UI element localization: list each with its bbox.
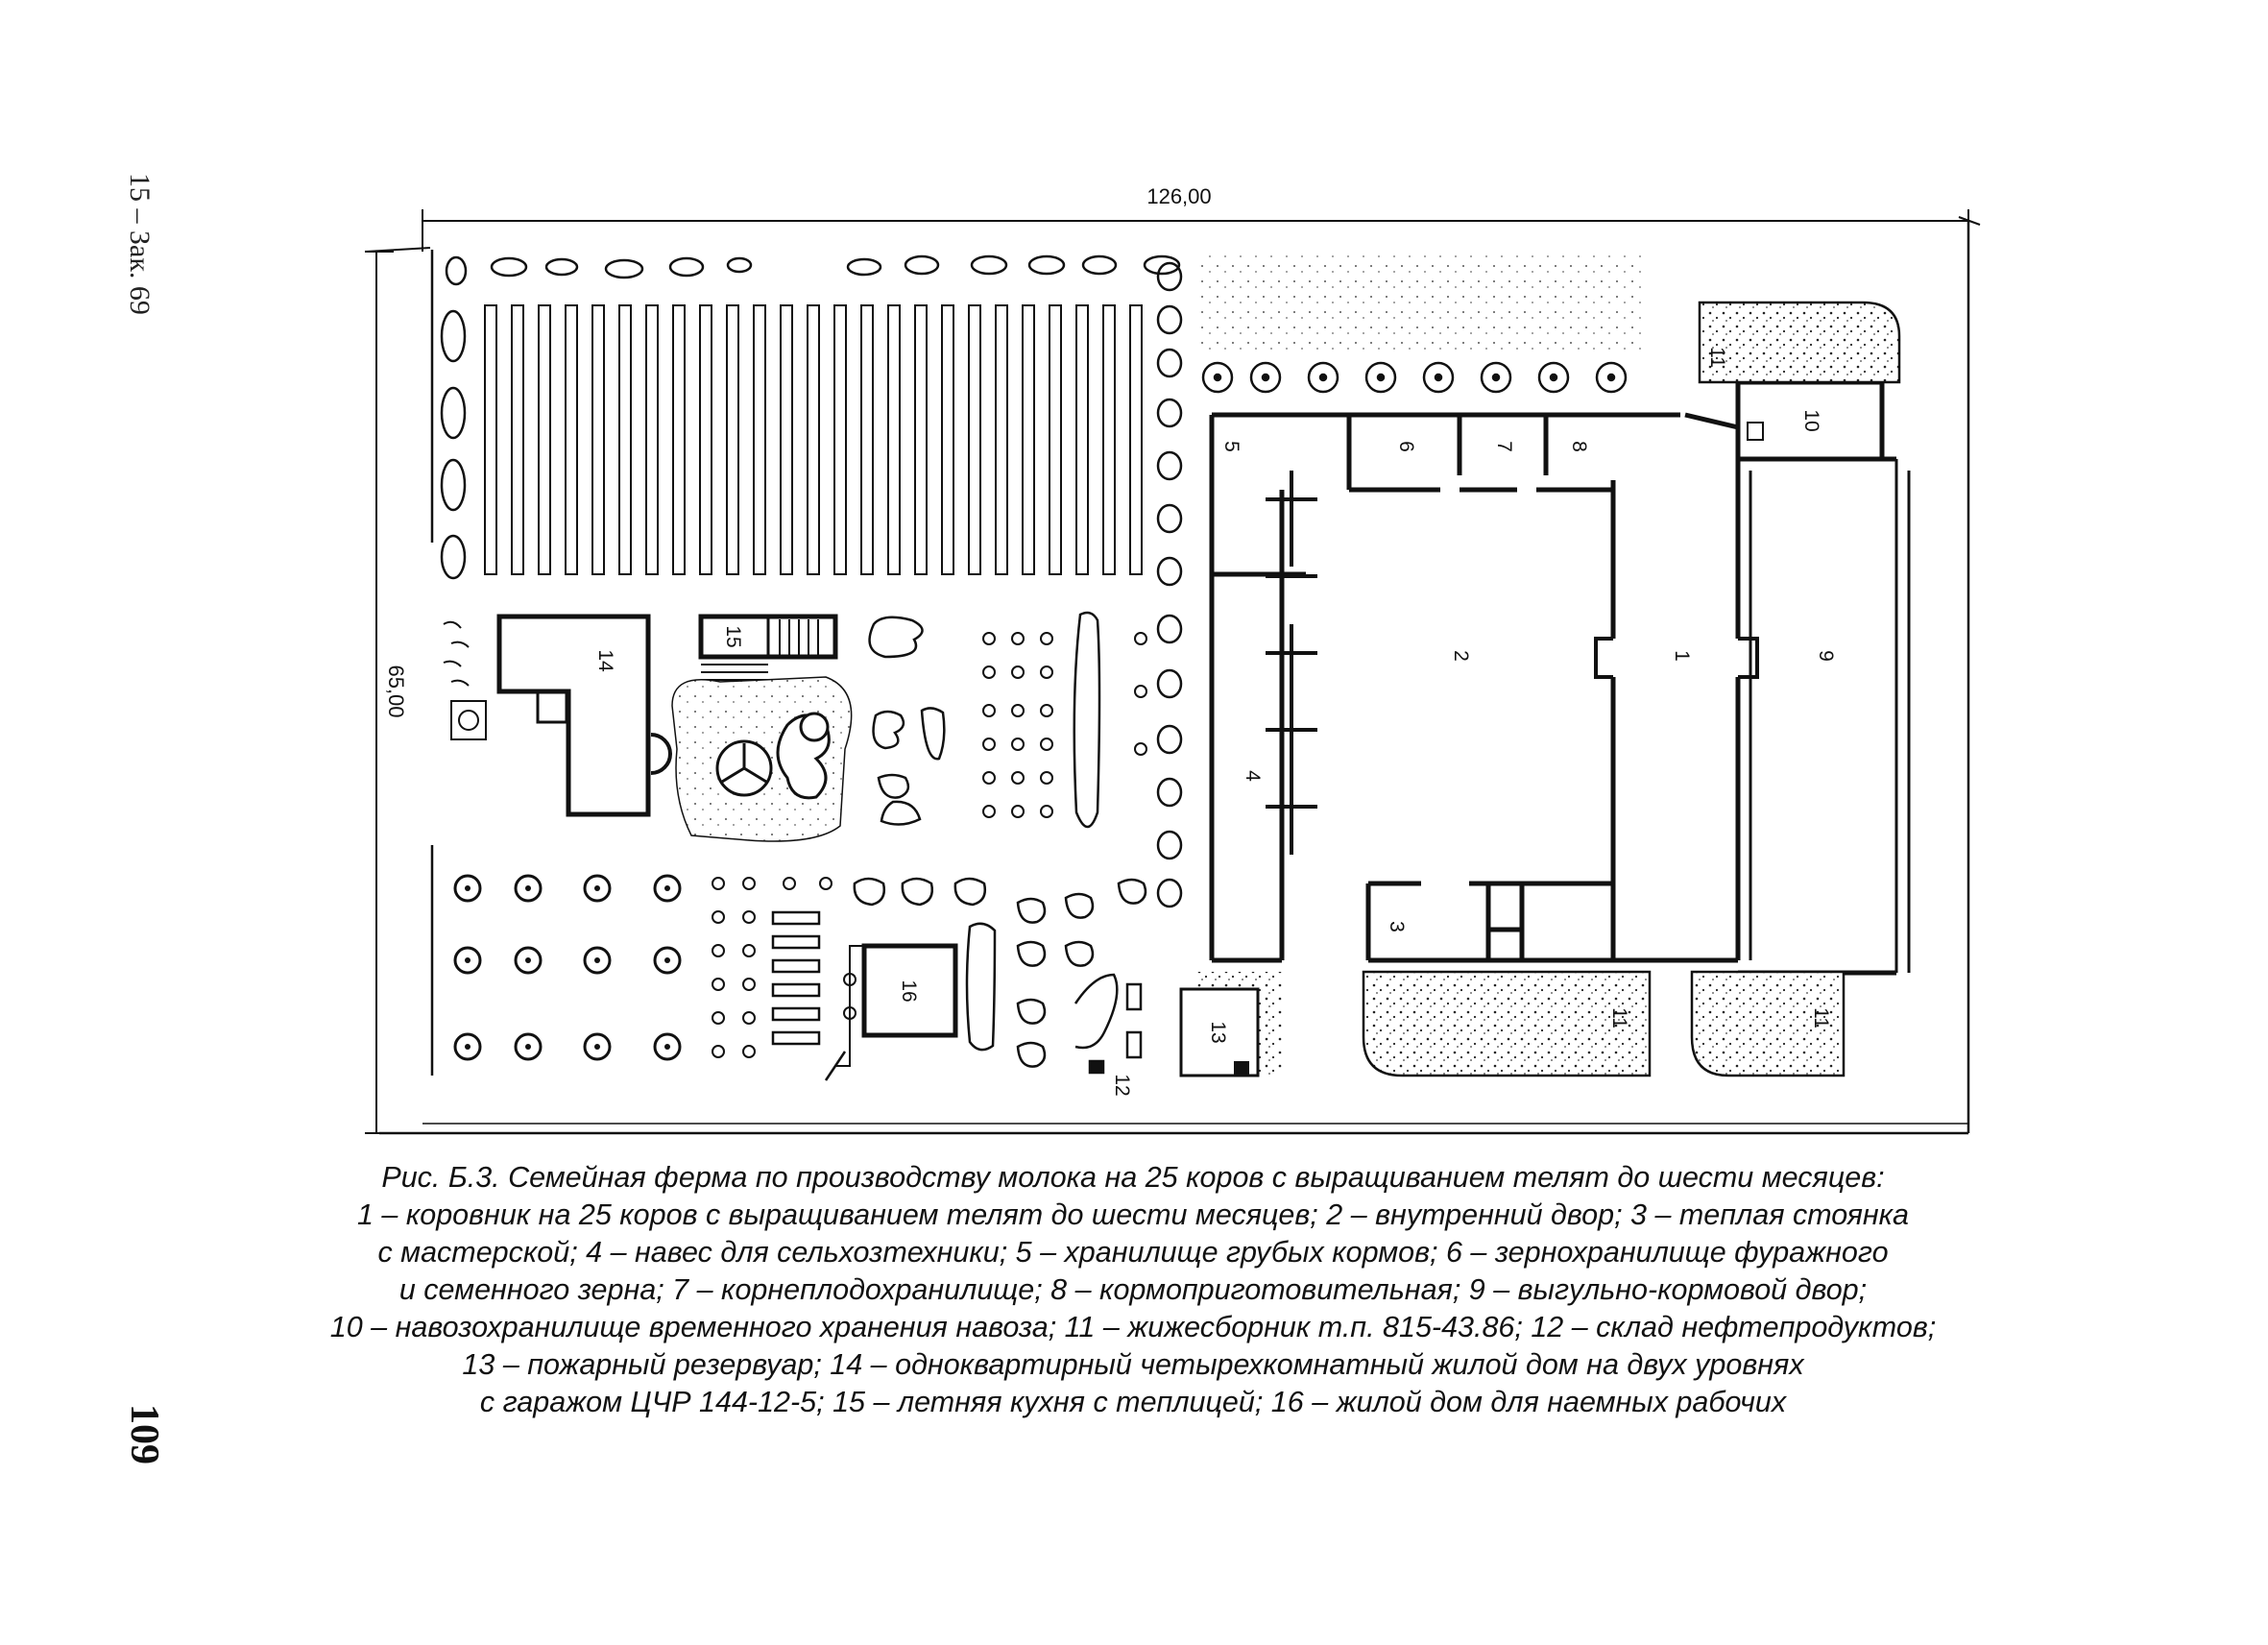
caption-line-4: и семенного зерна; 7 – корнеплодохранили… — [398, 1273, 1868, 1306]
house-14 — [496, 614, 672, 817]
left-shrub-column — [440, 309, 467, 580]
building-labels: 1 2 3 4 5 6 7 8 9 10 11 11 11 12 13 14 1… — [594, 347, 1837, 1097]
label-15: 15 — [722, 625, 744, 647]
bottom-left-trees — [453, 874, 682, 1061]
ornament-left — [443, 620, 487, 740]
site-boundary — [379, 221, 1970, 1135]
dimension-height: 65,00 — [384, 665, 408, 717]
orchard-dots — [982, 632, 1147, 818]
caption-line-6: 13 – пожарный резервуар; 14 – однокварти… — [462, 1348, 1804, 1381]
tank-11-top — [1698, 301, 1901, 384]
bottom-left-tree-centers — [465, 885, 670, 1050]
label-11-bottom-right: 11 — [1810, 1007, 1832, 1028]
caption-line-2: 1 – коровник на 25 коров с выращиванием … — [356, 1198, 1910, 1231]
tank-11-bottom-left — [1362, 970, 1652, 1077]
label-7: 7 — [1493, 441, 1515, 452]
side-note: 15 – Зак. 69 — [124, 173, 156, 315]
caption-line-7: с гаражом ЦЧР 144-12-5; 15 – летняя кухн… — [479, 1386, 1787, 1418]
reservoir-13-tank — [1234, 1061, 1249, 1075]
label-14: 14 — [594, 649, 616, 672]
label-2: 2 — [1450, 650, 1472, 662]
caption-line-5: 10 – навозохранилище временного хранения… — [329, 1311, 1937, 1343]
top-shrub-row — [445, 254, 1181, 286]
label-1: 1 — [1671, 650, 1693, 662]
tree-row-top — [1201, 361, 1628, 394]
label-5: 5 — [1220, 441, 1243, 452]
label-10: 10 — [1800, 409, 1822, 431]
small-dots — [712, 877, 857, 1058]
kitchen-15 — [698, 614, 838, 681]
tank-11-bottom-right — [1690, 970, 1846, 1077]
label-13: 13 — [1207, 1021, 1229, 1043]
house-16 — [861, 943, 958, 1038]
label-8: 8 — [1568, 441, 1590, 452]
label-4: 4 — [1242, 770, 1264, 782]
label-9: 9 — [1815, 650, 1837, 662]
label-12: 12 — [1111, 1074, 1133, 1096]
label-3: 3 — [1386, 921, 1408, 932]
garden-features — [715, 712, 831, 800]
page-number: 109 — [122, 1404, 166, 1464]
field-rows — [484, 304, 1143, 575]
label-16: 16 — [898, 980, 920, 1002]
main-building — [1209, 412, 1896, 976]
yard-9 — [1749, 459, 1911, 973]
dotted-field — [1195, 252, 1647, 352]
fuel-storage-12 — [1088, 982, 1143, 1075]
caption-line-3: с мастерской; 4 – навес для сельхозтехни… — [377, 1236, 1889, 1269]
garden-shrubs — [868, 611, 1101, 829]
figure-caption: Рис. Б.3. Семейная ферма по производству… — [144, 1159, 2122, 1421]
dimension-width: 126,00 — [1146, 184, 1211, 208]
canopy-posts — [1266, 471, 1317, 855]
door-notches — [1594, 637, 1759, 679]
tree-column — [1156, 261, 1183, 908]
label-11-bottom-left: 11 — [1608, 1007, 1630, 1028]
path-16 — [835, 945, 864, 1067]
vegetable-beds — [771, 910, 821, 1046]
label-11-top: 11 — [1706, 347, 1728, 368]
caption-line-1: Рис. Б.3. Семейная ферма по производству… — [381, 1161, 1885, 1194]
label-6: 6 — [1395, 441, 1417, 452]
